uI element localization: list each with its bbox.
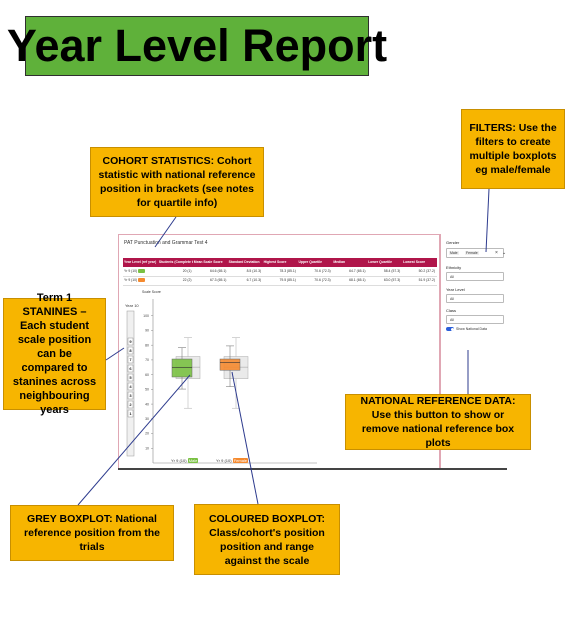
stanine-label: 6	[129, 366, 132, 371]
legend-badge: Male	[187, 458, 199, 463]
y-tick-label: 90	[145, 329, 149, 333]
class-select[interactable]: All	[446, 315, 504, 324]
y-tick-label: 30	[145, 417, 149, 421]
legend-item[interactable]: Yr 9 (10) Male	[171, 458, 199, 463]
y-tick-label: 70	[145, 358, 149, 362]
table-row: Yr 9 (10) 22 (2) 67.3 (65.1) 6.7 (10.3) …	[123, 276, 437, 286]
row-label: Yr 9 (10)	[123, 276, 159, 285]
cell: 20 (1)	[182, 269, 192, 273]
stats-table-header: Year Level (ref year) Students (Complete…	[123, 258, 437, 267]
gender-chip[interactable]: Male	[449, 251, 459, 255]
select-value: All	[450, 297, 454, 301]
class-label: Class	[446, 308, 457, 313]
series-chip	[138, 278, 146, 283]
ethnicity-label: Ethnicity	[446, 265, 462, 270]
y-tick-label: 20	[145, 432, 149, 436]
gender-chip[interactable]: Female	[465, 251, 479, 255]
grey-boxplot-callout: GREY BOXPLOT: National reference positio…	[10, 505, 174, 561]
national-reference-callout: NATIONAL REFERENCE DATA: Use this button…	[345, 394, 531, 450]
y-tick-label: 10	[145, 446, 149, 450]
national-data-toggle[interactable]	[446, 327, 454, 331]
cell: 68.1 (65.1)	[349, 278, 366, 282]
screenshot-bottom-border	[118, 468, 507, 470]
y-tick-label: 60	[145, 373, 149, 377]
row-label: Yr 9 (10)	[123, 267, 159, 276]
clear-icon[interactable]: ×	[495, 250, 498, 256]
y-ticks: 100 90 80 70 60 50 40 30 20 10	[143, 314, 153, 450]
table-row: Yr 9 (10) 20 (1) 64.6 (65.1) 8.5 (10.3) …	[123, 267, 437, 277]
cell: 79.5 (85.1)	[279, 278, 296, 282]
stanine-cell	[127, 364, 134, 373]
cell: 64.7 (65.1)	[349, 269, 366, 273]
select-value: All	[450, 318, 454, 322]
gender-label: Gender	[446, 240, 460, 245]
stanine-cell	[127, 355, 134, 364]
year-level-select[interactable]: All	[446, 294, 504, 303]
chevron-down-icon[interactable]: ⌄	[502, 250, 507, 256]
coloured-boxplot-callout: COLOURED BOXPLOT: Class/cohort's positio…	[194, 504, 340, 575]
cohort-statistics-callout: COHORT STATISTICS: Cohort statistic with…	[90, 147, 264, 217]
year-level-label: Year Level	[446, 287, 465, 292]
col-header: Upper Quartile	[298, 260, 323, 264]
col-header: Students (Complete tests)	[158, 260, 193, 264]
col-header: Highest Score	[263, 260, 287, 264]
toggle-label: Show National Data	[456, 327, 487, 331]
cell: 6.7 (10.3)	[246, 278, 262, 282]
cell: 22 (2)	[182, 278, 192, 282]
y-axis-label: Scale Score	[142, 290, 161, 294]
stanine-cell	[127, 337, 134, 346]
report-title: Year Level Report	[6, 20, 388, 71]
report-heading: PAT Punctuation and Grammar Test 4	[124, 240, 208, 246]
series-chip	[138, 269, 146, 274]
stanine-label: 7	[129, 357, 132, 362]
select-value: All	[450, 275, 454, 279]
col-header: Median	[333, 260, 346, 264]
box	[219, 358, 241, 371]
boxes	[171, 337, 249, 409]
legend-badge: Female	[232, 458, 249, 463]
col-header: Standard Deviation	[228, 260, 260, 264]
cell: 8.5 (10.3)	[246, 269, 262, 273]
ethnicity-select[interactable]: All	[446, 272, 504, 281]
stanines-callout: Term 1 STANINES – Each student scale pos…	[3, 292, 106, 416]
y-tick-label: 40	[145, 402, 149, 406]
legend-item[interactable]: Yr 9 (10) Female	[216, 458, 249, 463]
cell: 51.9 (37.2)	[418, 278, 436, 282]
report-title-banner: Year Level Report	[7, 16, 387, 76]
toggle-knob	[450, 327, 454, 331]
col-header: Mean Scale Score	[193, 260, 223, 264]
cell: 70.6 (72.3)	[314, 269, 331, 273]
col-header: Year Level (ref year)	[124, 260, 157, 264]
cell: 64.6 (65.1)	[209, 269, 227, 273]
y-tick-label: 100	[143, 314, 149, 318]
cell: 50.2 (37.2)	[418, 269, 436, 273]
cell: 58.4 (57.3)	[383, 269, 401, 273]
cell: 78.3 (85.1)	[279, 269, 296, 273]
cell: 70.6 (72.3)	[314, 278, 331, 282]
stanine-cell	[127, 346, 134, 355]
y-tick-label: 80	[145, 343, 149, 347]
col-header: Lower Quartile	[368, 260, 392, 264]
cell: 63.0 (57.3)	[383, 278, 401, 282]
gender-select[interactable]: Male Female ×	[446, 248, 504, 258]
col-header: Lowest Score	[403, 260, 426, 264]
filters-callout: FILTERS: Use the filters to create multi…	[461, 109, 565, 189]
cell: 67.3 (65.1)	[209, 278, 227, 282]
stanine-label: 8	[129, 348, 132, 353]
y-tick-label: 50	[145, 388, 149, 392]
stanine-label: 9	[129, 339, 132, 344]
stanine-header: Year 10	[125, 303, 139, 308]
